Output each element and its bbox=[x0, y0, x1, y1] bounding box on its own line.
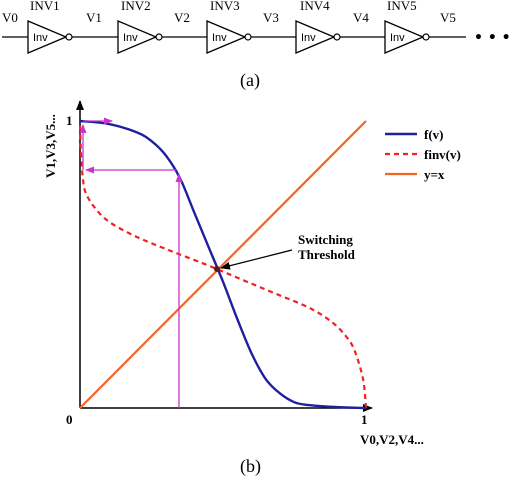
output-label-v5: V5 bbox=[440, 10, 456, 25]
inverter-5-box-label: Inv bbox=[390, 32, 405, 44]
legend-label-yx: y=x bbox=[424, 167, 445, 182]
inverter-5-name: INV5 bbox=[387, 0, 417, 13]
inverter-2-name: INV2 bbox=[121, 0, 151, 13]
inverter-1: INV1 Inv V1 bbox=[27, 0, 118, 54]
inverter-1-name: INV1 bbox=[30, 0, 60, 13]
series-finv bbox=[78, 120, 368, 409]
series-f bbox=[79, 119, 367, 410]
inverter-3-box-label: Inv bbox=[212, 32, 227, 44]
y-tick-label-1: 1 bbox=[66, 113, 73, 128]
origin-label: 0 bbox=[66, 412, 73, 427]
inverter-2-box-label: Inv bbox=[123, 32, 138, 44]
inverter-3-name: INV3 bbox=[210, 0, 240, 13]
inverter-5-bubble bbox=[422, 33, 430, 41]
inverter-5-triangle bbox=[384, 20, 425, 54]
y-axis-label: V1,V3,V5... bbox=[43, 114, 58, 178]
caption-a: (a) bbox=[240, 70, 260, 91]
legend: f(v) finv(v) y=x bbox=[385, 127, 461, 182]
annotation-line-1: Switching bbox=[298, 232, 353, 247]
inverter-1-box-label: Inv bbox=[33, 32, 48, 44]
inverter-2-bubble bbox=[155, 33, 163, 41]
inverter-4-triangle bbox=[295, 20, 336, 54]
inverter-4-bubble bbox=[333, 33, 341, 41]
legend-label-f: f(v) bbox=[424, 127, 444, 142]
inverter-3-triangle bbox=[206, 20, 247, 54]
input-label-v0: V0 bbox=[2, 10, 18, 25]
inverter-1-bubble bbox=[65, 33, 73, 41]
inverter-4-name: INV4 bbox=[300, 0, 330, 13]
output-label-v1: V1 bbox=[86, 10, 102, 25]
x-tick-label-1: 1 bbox=[361, 412, 368, 427]
transfer-plot: V1,V3,V5... V0,V2,V4... 0 1 1 Switching … bbox=[43, 100, 461, 477]
legend-label-finv: finv(v) bbox=[424, 147, 461, 162]
threshold-arrow bbox=[220, 249, 293, 270]
inverter-3-bubble bbox=[244, 33, 252, 41]
continuation-dots: • • • bbox=[474, 30, 509, 46]
inverter-2-triangle bbox=[117, 20, 158, 54]
output-label-v3: V3 bbox=[263, 10, 279, 25]
series-y-equals-x bbox=[79, 120, 367, 409]
inverter-4-box-label: Inv bbox=[301, 32, 316, 44]
inverter-chain: V0 INV1 Inv V1 INV2 Inv V2 INV3 Inv bbox=[2, 0, 509, 91]
output-label-v2: V2 bbox=[174, 10, 190, 25]
output-label-v4: V4 bbox=[353, 10, 369, 25]
inverter-1-triangle bbox=[27, 20, 68, 54]
caption-b: (b) bbox=[240, 456, 261, 477]
iteration-arrows bbox=[79, 117, 183, 408]
annotation-line-2: Threshold bbox=[298, 247, 356, 262]
inverter-3: INV3 Inv V3 bbox=[206, 0, 296, 54]
threshold-point bbox=[214, 266, 220, 272]
inverter-2: INV2 Inv V2 bbox=[117, 0, 207, 54]
x-axis-label: V0,V2,V4... bbox=[360, 432, 424, 447]
inverter-5: INV5 Inv V5 bbox=[384, 0, 466, 54]
inverter-4: INV4 Inv V4 bbox=[295, 0, 385, 54]
